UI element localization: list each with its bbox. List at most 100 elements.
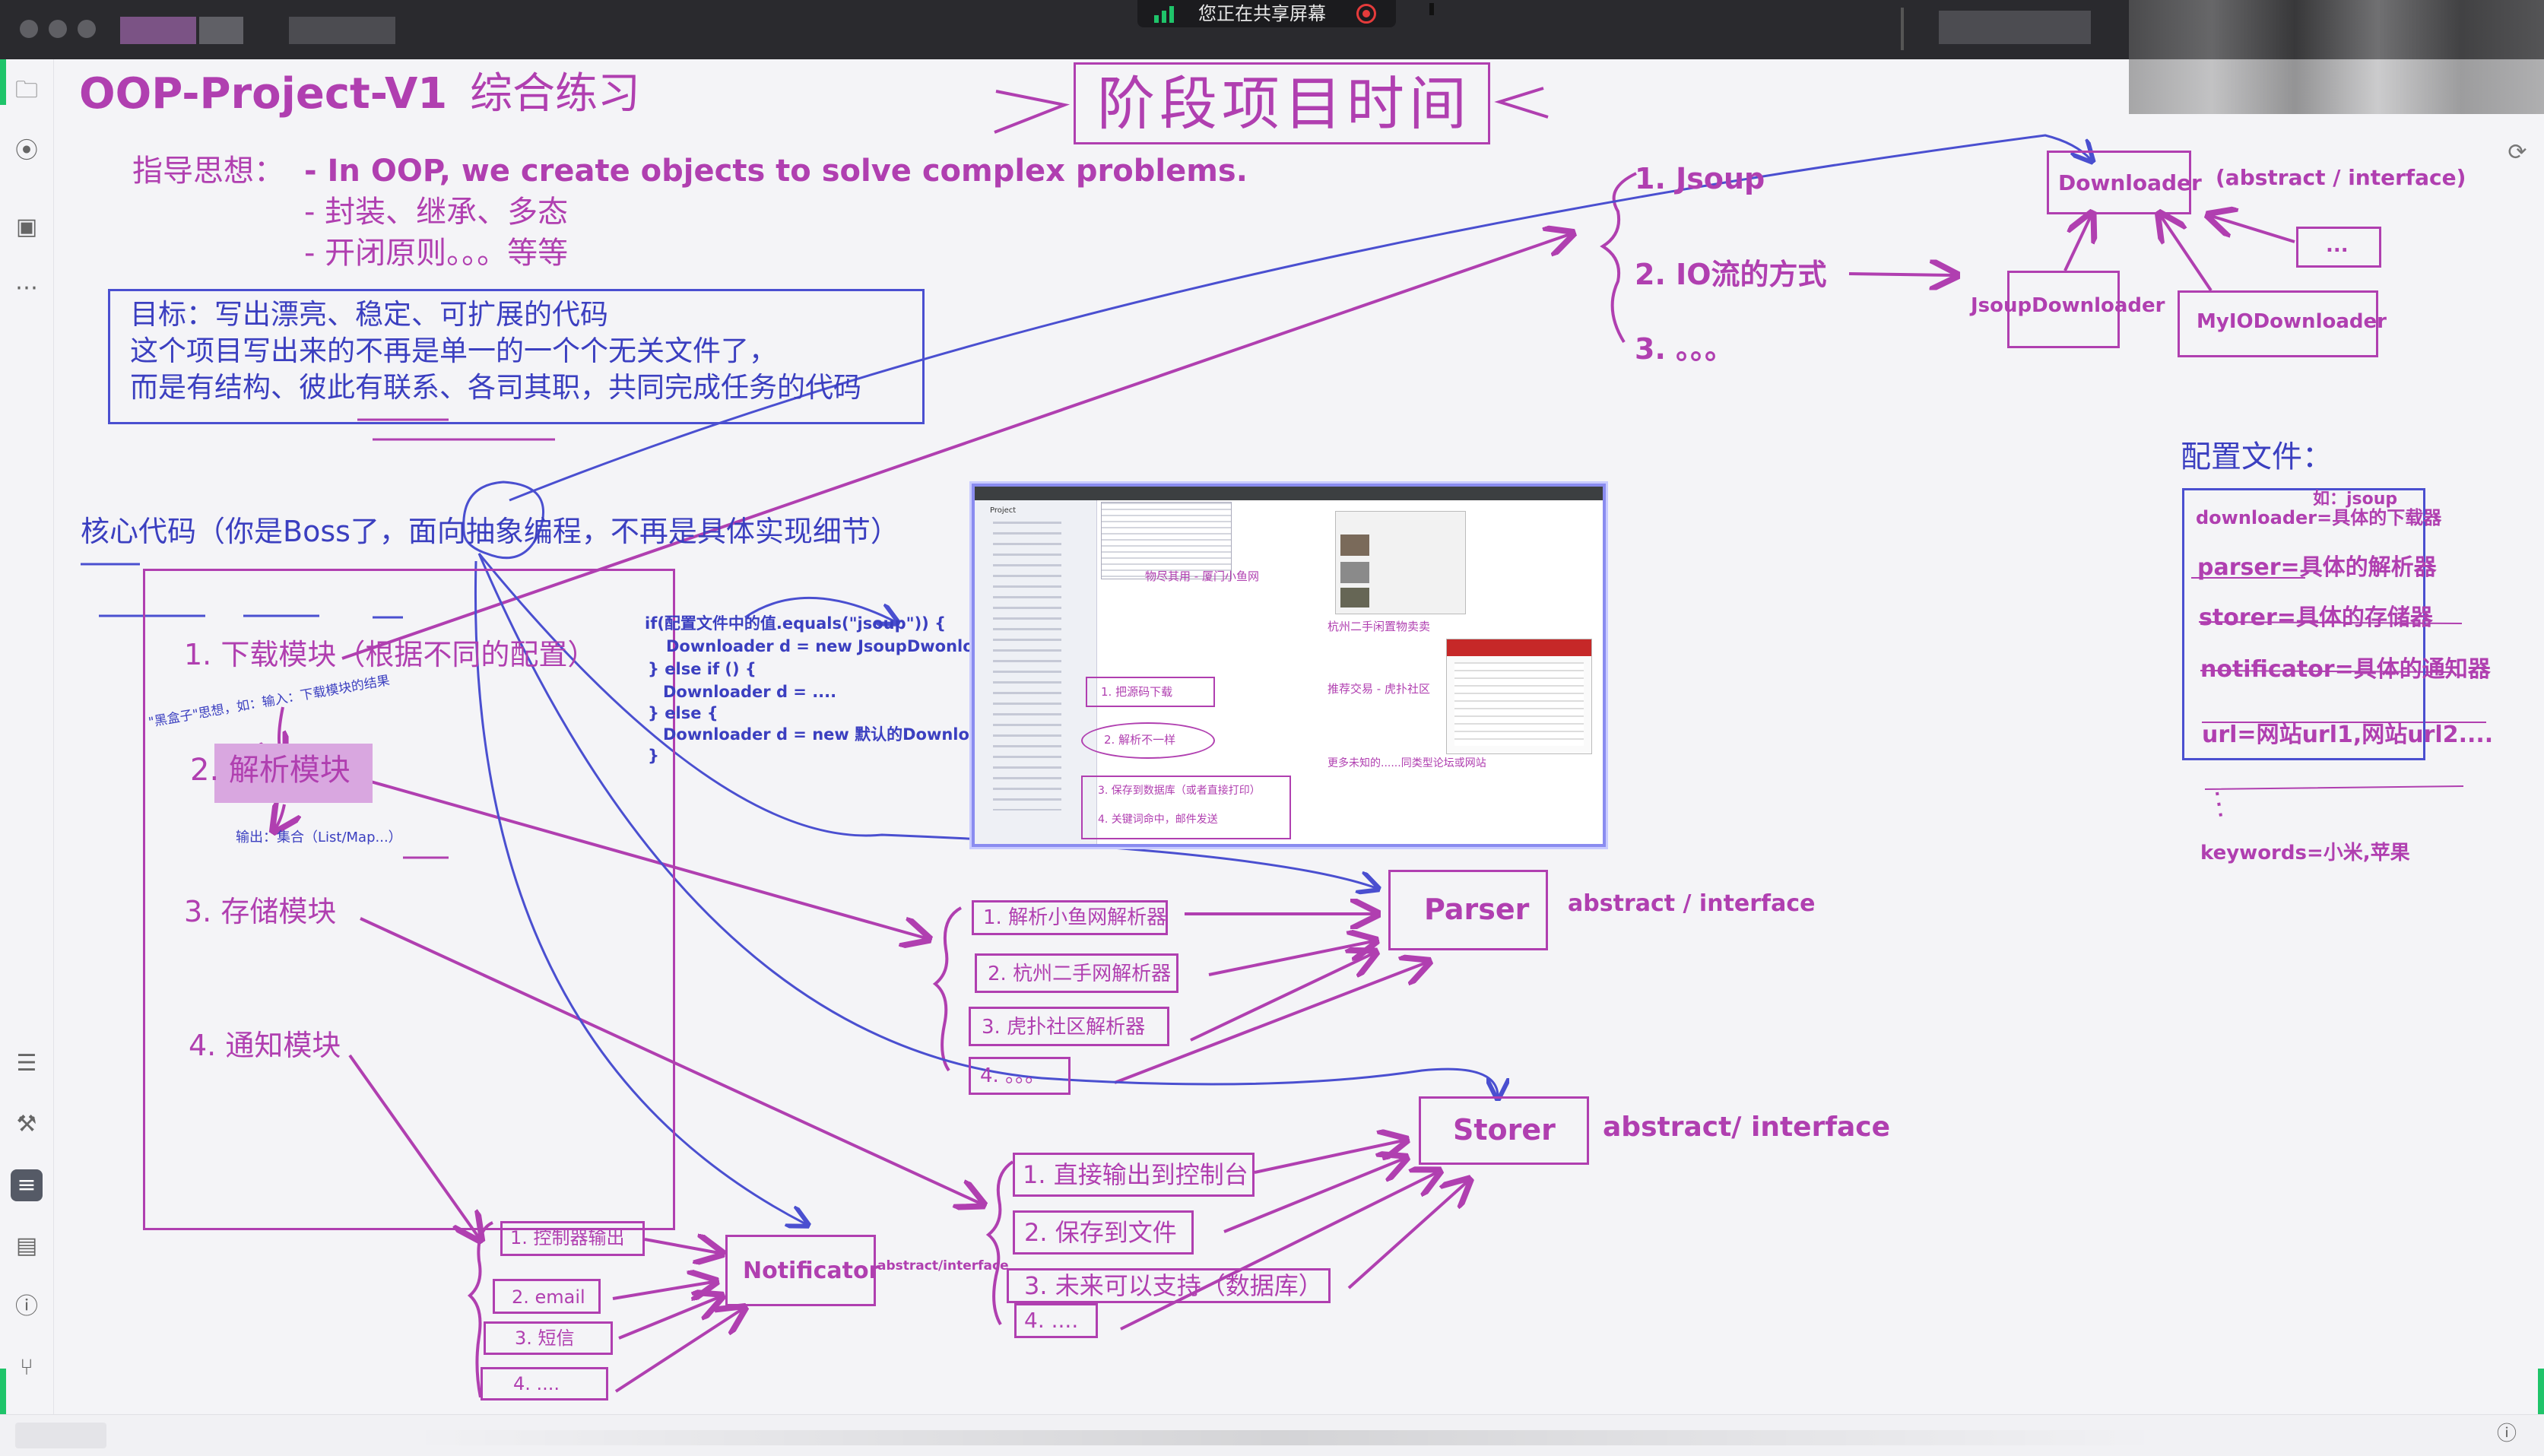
config-line: notificator=具体的通知器 [2200,656,2491,683]
jsoup-downloader: JsoupDownloader [1971,294,2165,317]
config-line: downloader=具体的下载器 [2196,507,2442,528]
embedded-web-page [1335,511,1466,614]
close-window-icon[interactable] [20,20,38,38]
arrow [1254,1140,1404,1174]
storer-item: 2. 保存到文件 [1024,1218,1177,1247]
screen-sharing-indicator[interactable]: 您正在共享屏幕 [1137,0,1396,27]
brace [985,1160,1014,1326]
notificator-item: 3. 短信 [515,1328,575,1349]
notificator-item-box: 2. email [493,1279,601,1314]
info-icon[interactable]: ⓘ [2496,1423,2517,1445]
embedded-step-box: 1. 把源码下载 [1086,677,1215,707]
blurred-tab [289,17,395,44]
blurred-tab [120,17,196,44]
problems-icon[interactable]: ⓘ [15,1293,38,1320]
parser-item-box: 4. 。。。 [969,1057,1071,1095]
notificator-item: 4. .... [513,1373,560,1394]
parser-abstract: abstract / interface [1568,890,1816,917]
signal-icon [1154,6,1174,23]
underline [81,563,403,619]
embedded-label: 1. 把源码下载 [1101,685,1173,699]
todo-icon[interactable]: ≡ [11,1169,43,1201]
arrow [509,134,2091,502]
config-title: 配置文件： [2181,439,2333,474]
arrow [357,776,926,938]
connector-layer [81,87,2486,1397]
embedded-label: 杭州二手闲置物卖卖 [1328,620,1431,633]
maximize-window-icon[interactable] [78,20,96,38]
guide-label: 指导思想： [132,154,284,189]
arrow [1208,941,1373,976]
folder-icon[interactable]: 🗀 [15,77,38,103]
arrow [2063,216,2091,271]
arrow [1223,1159,1404,1233]
config-line: 如：jsoup [2313,490,2398,509]
embedded-tree-title: Project [990,506,1017,515]
notificator-item: 2. email [512,1286,585,1308]
build-icon[interactable]: ⚒ [16,1111,37,1137]
arrow [2211,216,2295,243]
notificator-box: Notificator [725,1235,880,1306]
embedded-label: 推荐交易 - 虎扑社区 [1328,682,1430,696]
terminal-icon[interactable]: ▤ [15,1232,38,1259]
arrow [360,917,981,1204]
more-icon[interactable]: ⋯ [15,274,38,301]
minimize-window-icon[interactable] [49,20,67,38]
module-storage: 3. 存储模块 [184,895,337,928]
parser-item-box: 2. 杭州二手网解析器 [975,953,1178,993]
embedded-label: 3. 保存到数据库（或者直接打印） [1098,785,1261,797]
status-marker [2538,1369,2544,1414]
code-line: } [648,747,659,765]
refresh-icon[interactable]: ⟳ [2508,139,2527,166]
commit-icon[interactable]: ⦿ [15,138,38,164]
storer-abstract: abstract/ interface [1603,1112,1891,1143]
structure-icon[interactable]: ▣ [15,214,38,240]
embedded-project-tree: Project [975,500,1097,844]
arrow [644,1239,719,1253]
download-way: 2. IO流的方式 [1635,258,1827,291]
status-bar: ⓘ [0,1414,2544,1456]
storer-item-box: 2. 保存到文件 [1013,1210,1194,1255]
embedded-screenshot[interactable]: Project 物尽其用 - 厦门小鱼网 杭州二手闲置物卖卖 推荐交易 - 虎扑… [972,484,1606,847]
goal-line: 这个项目写出来的不再是单一的一个个无关文件了， [130,335,777,367]
storer-item: 1. 直接输出到控制台 [1023,1160,1248,1189]
divider [1901,8,1904,50]
module-download: 1. 下载模块（根据不同的配置） [184,638,597,671]
storer-name: Storer [1453,1113,1556,1147]
embedded-label: 物尽其用 - 厦门小鱼网 [1145,569,1259,583]
arrow [618,1297,719,1340]
embedded-label: 更多未知的......同类型论坛或网站 [1328,757,1486,769]
list-icon[interactable]: ☰ [16,1050,37,1077]
storer-item: 4. .... [1024,1308,1079,1333]
arrow [1848,274,1954,275]
notificator-abstract: abstract/interface [877,1258,1009,1274]
stage-title-box: 阶段项目时间 [1074,62,1490,144]
embedded-step-box: 3. 保存到数据库（或者直接打印） 4. 关键词命中，邮件发送 [1081,776,1291,839]
stop-sharing-icon[interactable] [1356,4,1376,24]
storer-item-box: 4. .... [1014,1303,1098,1338]
parser-item-box: 3. 虎扑社区解析器 [969,1007,1169,1046]
blurred-video-preview [2129,0,2544,114]
storer-item-box: 3. 未来可以支持（数据库） [1007,1268,1331,1303]
parser-item: 2. 杭州二手网解析器 [988,963,1172,985]
guide-item: - In OOP, we create objects to solve com… [304,154,1248,189]
arrow [744,596,896,622]
blurred-tab [199,17,243,44]
code-line: Downloader d = new 默认的Downloader(); [663,725,1032,744]
git-branch-icon[interactable]: ⑂ [20,1354,33,1381]
code-line: } else if () { [648,660,757,678]
brace [932,906,963,1072]
core-modules-box [143,569,675,1230]
module-parse: 2. 解析模块 [190,753,351,788]
arrow [1190,953,1373,1042]
config-keywords: keywords=小米,苹果 [2200,842,2410,864]
notificator-item-box: 1. 控制器输出 [500,1221,645,1256]
storer-item: 3. 未来可以支持（数据库） [1024,1271,1323,1300]
window-titlebar: 您正在共享屏幕 [0,0,2544,59]
arrow [341,234,1570,660]
myio-downloader: MyIODownloader [2197,310,2387,333]
brace [1600,172,1637,344]
blurred-toolbar [1939,11,2091,44]
download-way: 1. Jsoup [1635,162,1765,195]
embedded-label: 4. 关键词命中，邮件发送 [1098,814,1218,826]
